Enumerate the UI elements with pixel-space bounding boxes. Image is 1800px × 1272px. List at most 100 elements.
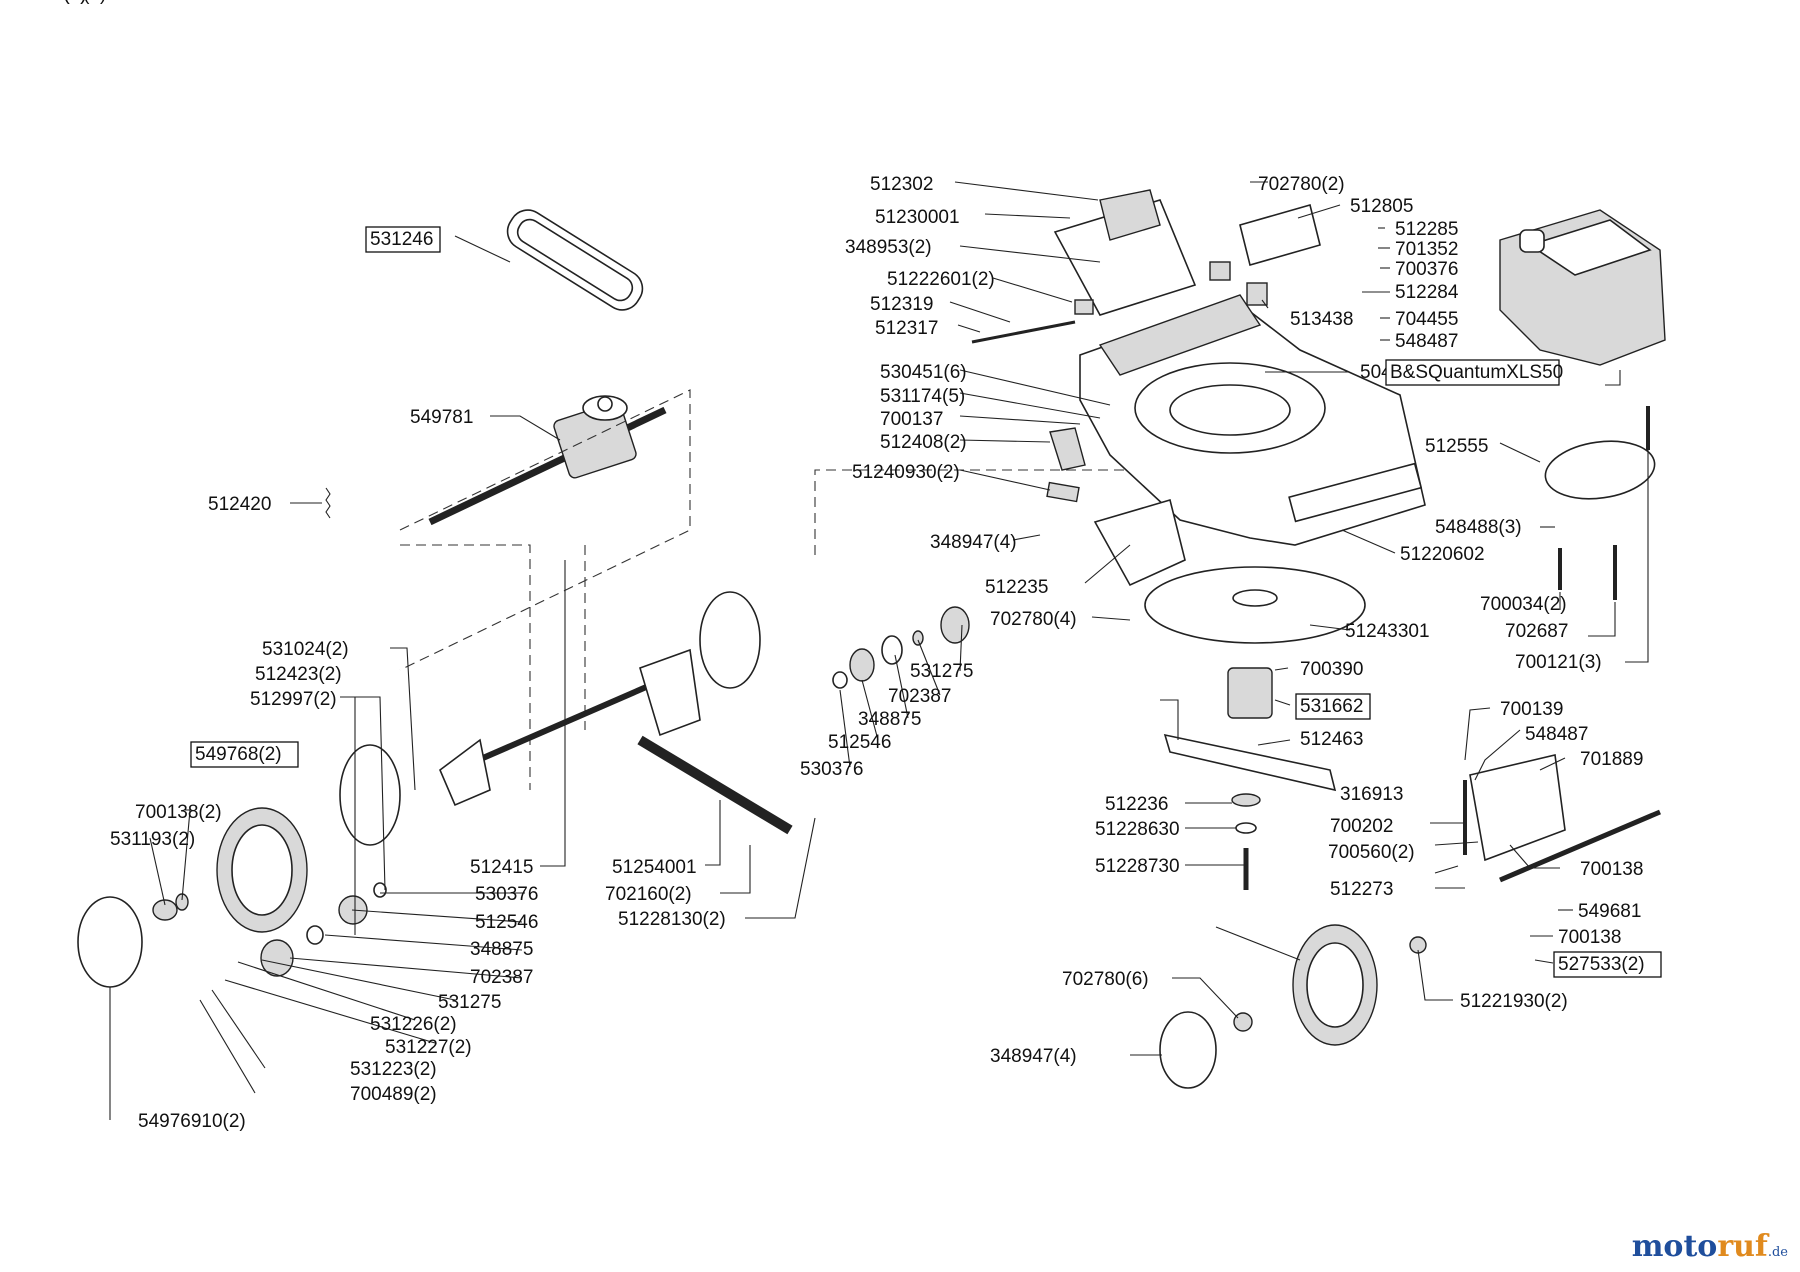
part-label: 702780(6) <box>1062 969 1149 990</box>
part-number-text: 700121(3) <box>1515 652 1602 673</box>
rear-wheel-icon <box>216 744 401 933</box>
part-label: 702687 <box>1505 621 1568 642</box>
part-label: 51243301 <box>1345 621 1430 642</box>
part-number-text: 512463 <box>1300 729 1363 750</box>
part-number-text: 52360110(2) <box>0 0 106 5</box>
part-number-text: 531227(2) <box>385 1037 472 1058</box>
part-number-text: 701352 <box>1395 239 1458 260</box>
part-label: 702780(4) <box>990 609 1077 630</box>
part-number-text: 51240930(2) <box>852 462 960 483</box>
part-label: 703172(2) <box>0 0 87 5</box>
part-label: 531193(2) <box>110 829 195 850</box>
gearbox-icon <box>428 395 667 526</box>
part-number-text: 51254001 <box>612 857 697 878</box>
part-label: 531223(2) <box>350 1059 437 1080</box>
part-label: 531174(5) <box>880 386 965 407</box>
part-label: 51221930(2) <box>1460 991 1568 1012</box>
part-number-text: 702160(2) <box>605 884 692 905</box>
part-number-text: 531174(5) <box>880 386 965 407</box>
part-number-text: 512423(2) <box>255 664 342 685</box>
part-number-text: 348947(4) <box>930 532 1017 553</box>
part-label: 530376 <box>800 759 863 780</box>
part-label: 512805 <box>1350 196 1413 217</box>
part-number-text: 700560(2) <box>1328 842 1415 863</box>
part-number-text: 700202 <box>1330 816 1393 837</box>
part-label: 51240930(2) <box>852 462 960 483</box>
part-drawings <box>77 189 1666 1089</box>
part-number-text: 512415 <box>470 857 533 878</box>
part-number-text: 512319 <box>870 294 933 315</box>
part-label: 548488(3) <box>1435 517 1522 538</box>
part-number-text: 348875 <box>470 939 533 960</box>
part-label: 701889 <box>1580 749 1643 770</box>
part-number-text: 549681 <box>1578 901 1641 922</box>
part-label: 51254001 <box>612 857 697 878</box>
part-label: 512546 <box>475 912 538 933</box>
label-box <box>190 741 299 768</box>
part-label: 531275 <box>910 661 973 682</box>
part-label: 513438 <box>1290 309 1353 330</box>
part-number-text: 700390 <box>1300 659 1363 680</box>
part-number-text: 548487 <box>1525 724 1588 745</box>
part-number-text: 51228730 <box>1095 856 1180 877</box>
part-label: 531227(2) <box>385 1037 472 1058</box>
part-label: 512415 <box>470 857 533 878</box>
part-label: 700121(3) <box>1515 652 1602 673</box>
part-number-text: 531662 <box>1300 696 1363 717</box>
part-number-text: 512236 <box>1105 794 1168 815</box>
part-label: 531024(2) <box>262 639 349 660</box>
part-number-text: 531275 <box>910 661 973 682</box>
part-number-text: 531246 <box>370 229 433 250</box>
part-number-text: 530451(6) <box>880 362 967 383</box>
lawn-mower-deck-icon <box>1079 294 1426 546</box>
part-number-text: 512302 <box>870 174 933 195</box>
part-label: 512284 <box>1395 282 1459 303</box>
part-label: 549372(2) <box>0 0 87 5</box>
part-number-text: 527533(2) <box>1558 954 1645 975</box>
part-number-text: 512555 <box>1425 436 1488 457</box>
part-number-text: 513438 <box>1290 309 1353 330</box>
part-number-text: 700376 <box>1395 259 1458 280</box>
part-label: 348875 <box>470 939 533 960</box>
part-number-text: 51228130(2) <box>618 909 726 930</box>
part-label: 512546 <box>828 732 891 753</box>
label-box <box>1553 951 1662 978</box>
engine-icon <box>1499 209 1666 366</box>
part-label: 700202 <box>1330 816 1393 837</box>
part-label: 548487 <box>1525 724 1588 745</box>
part-label: 512423(2) <box>255 664 342 685</box>
part-number-text: 348953(2) <box>845 237 932 258</box>
part-label: 700137 <box>880 409 943 430</box>
part-number-text: 512273 <box>1330 879 1393 900</box>
part-label: 512420 <box>208 494 271 515</box>
part-number-text: 531226(2) <box>370 1014 457 1035</box>
part-label: 51228730 <box>1095 856 1180 877</box>
brand-logo: motoruf.de <box>1631 1229 1788 1264</box>
part-label: 512319 <box>870 294 933 315</box>
part-number-text: 530376 <box>800 759 863 780</box>
part-number-text: 51228630 <box>1095 819 1180 840</box>
part-number-text: 702780(4) <box>990 609 1077 630</box>
part-number-text: 702780(6) <box>1062 969 1149 990</box>
part-label: 512555 <box>1425 436 1488 457</box>
part-label: 700138 <box>1580 859 1643 880</box>
part-label: 512302 <box>870 174 933 195</box>
part-number-text: 512317 <box>875 318 938 339</box>
part-number-text: 548487 <box>1395 331 1458 352</box>
part-label: 348953(2) <box>845 237 932 258</box>
part-label: 700560(2) <box>1328 842 1415 863</box>
part-number-text: 51221930(2) <box>1460 991 1568 1012</box>
part-label: 51228630 <box>1095 819 1180 840</box>
part-label: 316913 <box>1340 784 1403 805</box>
part-label: 512236 <box>1105 794 1168 815</box>
part-number-text: 531193(2) <box>110 829 195 850</box>
part-label: B&SQuantumXLS50 <box>1385 359 1563 386</box>
part-number-text: 702687 <box>1505 621 1568 642</box>
part-number-text: 700138 <box>1580 859 1643 880</box>
part-number-text: 531223(2) <box>350 1059 437 1080</box>
part-label: 700139 <box>1500 699 1563 720</box>
part-label: 51230001 <box>875 207 960 228</box>
part-label: 512317 <box>875 318 938 339</box>
